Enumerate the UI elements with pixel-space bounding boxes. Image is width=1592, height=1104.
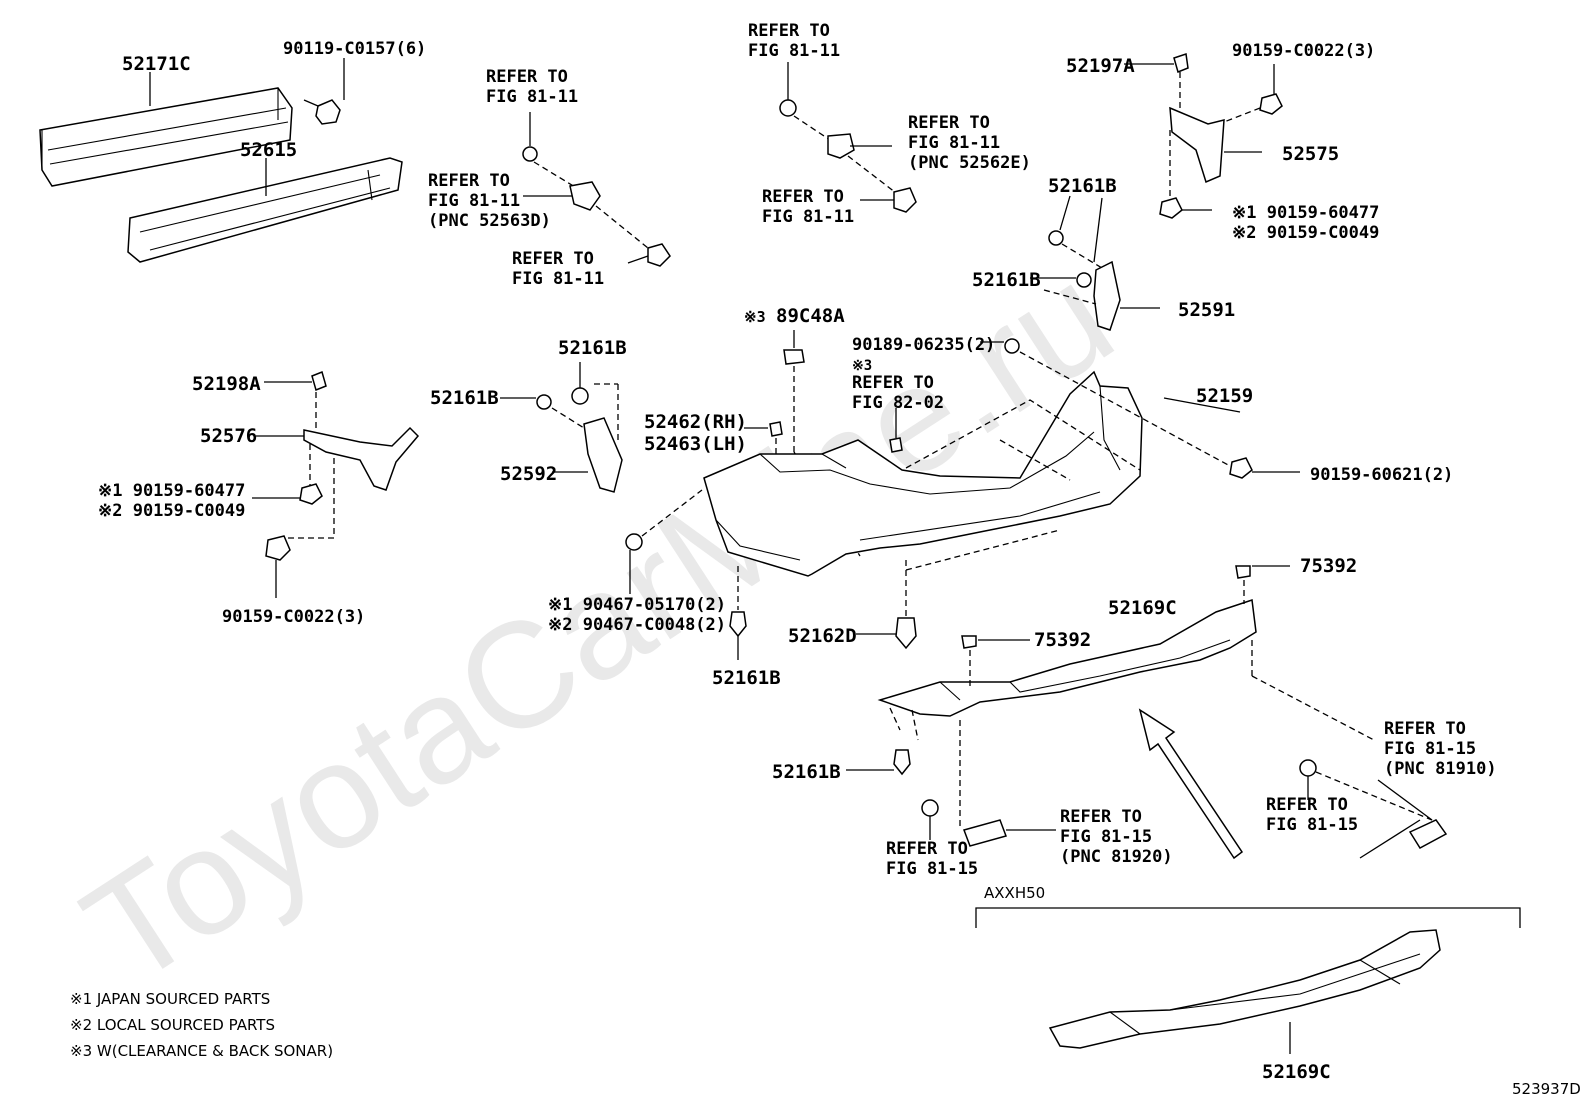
label-90467-c0048: ※2 90467-C0048(2): [548, 615, 726, 635]
ref-1-line1: REFER TO: [486, 67, 568, 87]
ref-2-line2: FIG 81-11: [428, 191, 520, 211]
bolt-part: [303, 99, 341, 125]
clip-bottom-left-part: [729, 566, 747, 660]
label-75392-a: 75392: [1300, 555, 1357, 577]
ref-81-15-a-line1: REFER TO: [886, 839, 968, 859]
label-52592: 52592: [500, 463, 557, 485]
support-left-part: [500, 362, 623, 493]
label-52576: 52576: [200, 425, 257, 447]
ref-sonar-line1: REFER TO: [852, 373, 934, 393]
ref-81-15-b-line2: FIG 81-15: [1060, 827, 1152, 847]
label-52161b-spoiler: 52161B: [772, 761, 841, 783]
label-52463-lh: 52463(LH): [644, 433, 747, 455]
label-52162d: 52162D: [788, 625, 857, 647]
ref-2-line3: (PNC 52563D): [428, 211, 551, 231]
ref-4-line1: REFER TO: [748, 21, 830, 41]
screw-60621-part: [1229, 457, 1300, 479]
label-90119-c0157: 90119-C0157(6): [283, 39, 426, 59]
reinforcement-part: [39, 87, 293, 187]
label-52161b-l-top: 52161B: [558, 337, 627, 359]
spoiler-axxh50-part: [1048, 929, 1441, 1054]
label-89c48a: 89C48A: [776, 305, 845, 327]
support-right-part: [1030, 195, 1160, 331]
retainer-right-part: [1124, 53, 1283, 219]
label-90159-60477-l: ※1 90159-60477: [98, 481, 245, 501]
labels: 52171C 90119-C0157(6) 52615 REFER TO FIG…: [70, 21, 1581, 1098]
label-90159-c0049-l: ※2 90159-C0049: [98, 501, 245, 521]
label-90189-06235: 90189-06235(2): [852, 335, 995, 355]
direction-arrow: [1138, 708, 1244, 860]
ref-3-line2: FIG 81-11: [512, 269, 604, 289]
leader-lines: [149, 58, 1421, 859]
ref-81-15-b-line3: (PNC 81920): [1060, 847, 1173, 867]
clip-52162d-part: [856, 529, 1061, 650]
note-3: ※3 W(CLEARANCE & BACK SONAR): [70, 1042, 333, 1060]
variant-label: AXXH50: [984, 884, 1045, 902]
ref-1-line2: FIG 81-11: [486, 87, 578, 107]
label-52198a: 52198A: [192, 373, 261, 395]
ref-6-line1: REFER TO: [762, 187, 844, 207]
label-52615: 52615: [240, 139, 297, 161]
ref-81-15-d-line3: (PNC 81910): [1384, 759, 1497, 779]
label-75392-b: 75392: [1034, 629, 1091, 651]
ref-81-15-d-line1: REFER TO: [1384, 719, 1466, 739]
note-1: ※1 JAPAN SOURCED PARTS: [70, 990, 270, 1008]
ref-81-15-c-line1: REFER TO: [1266, 795, 1348, 815]
sonar-ref-part: [889, 408, 903, 453]
label-52462-rh: 52462(RH): [644, 411, 747, 433]
ref-sonar-line2: FIG 82-02: [852, 393, 944, 413]
label-52171c: 52171C: [122, 53, 191, 75]
label-ref-sonar-mark: ※3: [852, 358, 872, 374]
clip-75392-parts: [961, 565, 1290, 686]
axxh50-bracket: [975, 907, 1521, 928]
label-52575: 52575: [1282, 143, 1339, 165]
ref-4-line2: FIG 81-11: [748, 41, 840, 61]
label-90159-60477-r: ※1 90159-60477: [1232, 203, 1379, 223]
absorber-part: [127, 157, 403, 263]
retainer-left-part: [252, 370, 420, 598]
clip-group-a: [522, 112, 671, 267]
label-52169c-axxh50: 52169C: [1262, 1061, 1331, 1083]
ref-5-line1: REFER TO: [908, 113, 990, 133]
ref-81-15-d-line2: FIG 81-15: [1384, 739, 1476, 759]
ref-81-15-b-line1: REFER TO: [1060, 807, 1142, 827]
ref-81-15-parts: [921, 640, 1448, 849]
spoiler-part: [877, 598, 1257, 741]
figure-id: 523937D: [1512, 1080, 1581, 1098]
label-90159-c0022-l: 90159-C0022(3): [222, 607, 365, 627]
label-52161b-l-side: 52161B: [430, 387, 499, 409]
note-2: ※2 LOCAL SOURCED PARTS: [70, 1016, 275, 1034]
label-90159-60621: 90159-60621(2): [1310, 465, 1453, 485]
label-52159: 52159: [1196, 385, 1253, 407]
label-90159-c0022-r: 90159-C0022(3): [1232, 41, 1375, 61]
label-52591: 52591: [1178, 299, 1235, 321]
ref-81-15-a-line2: FIG 81-15: [886, 859, 978, 879]
label-52197a: 52197A: [1066, 55, 1135, 77]
bumper-cover-part: [703, 370, 1143, 577]
ref-5-line3: (PNC 52562E): [908, 153, 1031, 173]
label-sonar-mark: ※3: [744, 308, 766, 326]
nut-06235-part: [980, 338, 1231, 467]
label-52161b-r2: 52161B: [972, 269, 1041, 291]
ref-3-line1: REFER TO: [512, 249, 594, 269]
ref-81-15-c-line2: FIG 81-15: [1266, 815, 1358, 835]
label-90159-c0049-r: ※2 90159-C0049: [1232, 223, 1379, 243]
screw-90467-part: [625, 489, 703, 594]
ref-2-line1: REFER TO: [428, 171, 510, 191]
label-52161b-r1: 52161B: [1048, 175, 1117, 197]
label-52161b-bottom: 52161B: [712, 667, 781, 689]
label-52169c: 52169C: [1108, 597, 1177, 619]
clip-spoiler-part: [846, 749, 911, 776]
label-90467-05170: ※1 90467-05170(2): [548, 595, 726, 615]
ref-5-line2: FIG 81-11: [908, 133, 1000, 153]
clip-group-b: [779, 62, 917, 213]
ref-6-line2: FIG 81-11: [762, 207, 854, 227]
